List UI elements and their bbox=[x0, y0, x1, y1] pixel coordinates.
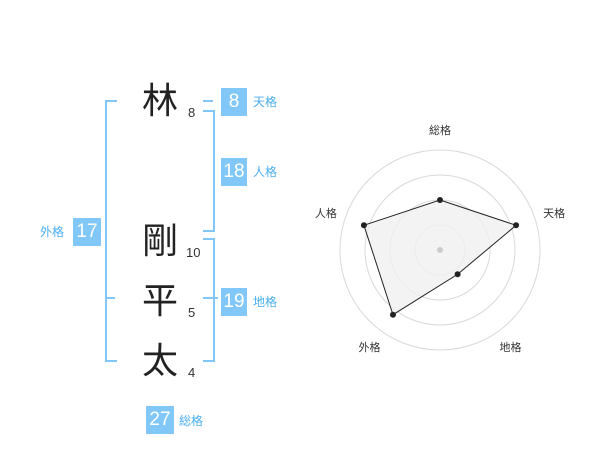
name-char-given-3: 太 bbox=[141, 341, 178, 382]
soukaku-label: 総格 bbox=[179, 414, 204, 428]
radar-axis-label: 人格 bbox=[315, 206, 337, 220]
stroke-count-surname: 8 bbox=[188, 105, 196, 120]
name-char-surname: 林 bbox=[141, 81, 178, 122]
soukaku-value-box: 27 bbox=[146, 406, 174, 434]
jinkaku-value-box: 18 bbox=[221, 158, 247, 186]
gaikaku-label: 外格 bbox=[40, 225, 65, 239]
jinkaku-label: 人格 bbox=[253, 165, 278, 179]
radar-point bbox=[454, 271, 461, 278]
radar-point bbox=[513, 222, 520, 229]
radar-center-dot bbox=[437, 247, 443, 253]
gaikaku-bracket bbox=[105, 100, 117, 362]
stroke-count-given-3: 4 bbox=[188, 365, 196, 380]
jinkaku-bracket bbox=[203, 110, 215, 232]
radar-point bbox=[437, 197, 443, 203]
chikaku-value-box: 19 bbox=[221, 288, 247, 316]
stroke-count-given-2: 5 bbox=[188, 305, 196, 320]
name-char-given-1: 剛 bbox=[141, 221, 178, 262]
radar-polygon bbox=[363, 199, 518, 316]
gaikaku-value-box: 17 bbox=[73, 218, 101, 246]
radar-axis-label: 天格 bbox=[543, 206, 565, 220]
tenkaku-value-box: 8 bbox=[221, 88, 247, 116]
radar-axis-label: 総格 bbox=[429, 123, 451, 137]
radar-grid-ring bbox=[339, 149, 541, 351]
radar-point bbox=[360, 222, 367, 229]
radar-grid-ring bbox=[364, 174, 516, 326]
radar-axis-label: 地格 bbox=[500, 340, 522, 354]
radar-point bbox=[389, 311, 396, 318]
tenkaku-bracket bbox=[203, 100, 213, 102]
radar-axis-label: 外格 bbox=[358, 340, 380, 354]
tenkaku-label: 天格 bbox=[253, 95, 278, 109]
name-char-given-2: 平 bbox=[141, 281, 178, 322]
chikaku-bracket bbox=[203, 238, 215, 362]
gaikaku-bracket-tick bbox=[105, 297, 115, 299]
stroke-count-given-1: 10 bbox=[186, 245, 201, 260]
chikaku-label: 地格 bbox=[253, 295, 278, 309]
chikaku-bracket-tick bbox=[203, 297, 218, 299]
